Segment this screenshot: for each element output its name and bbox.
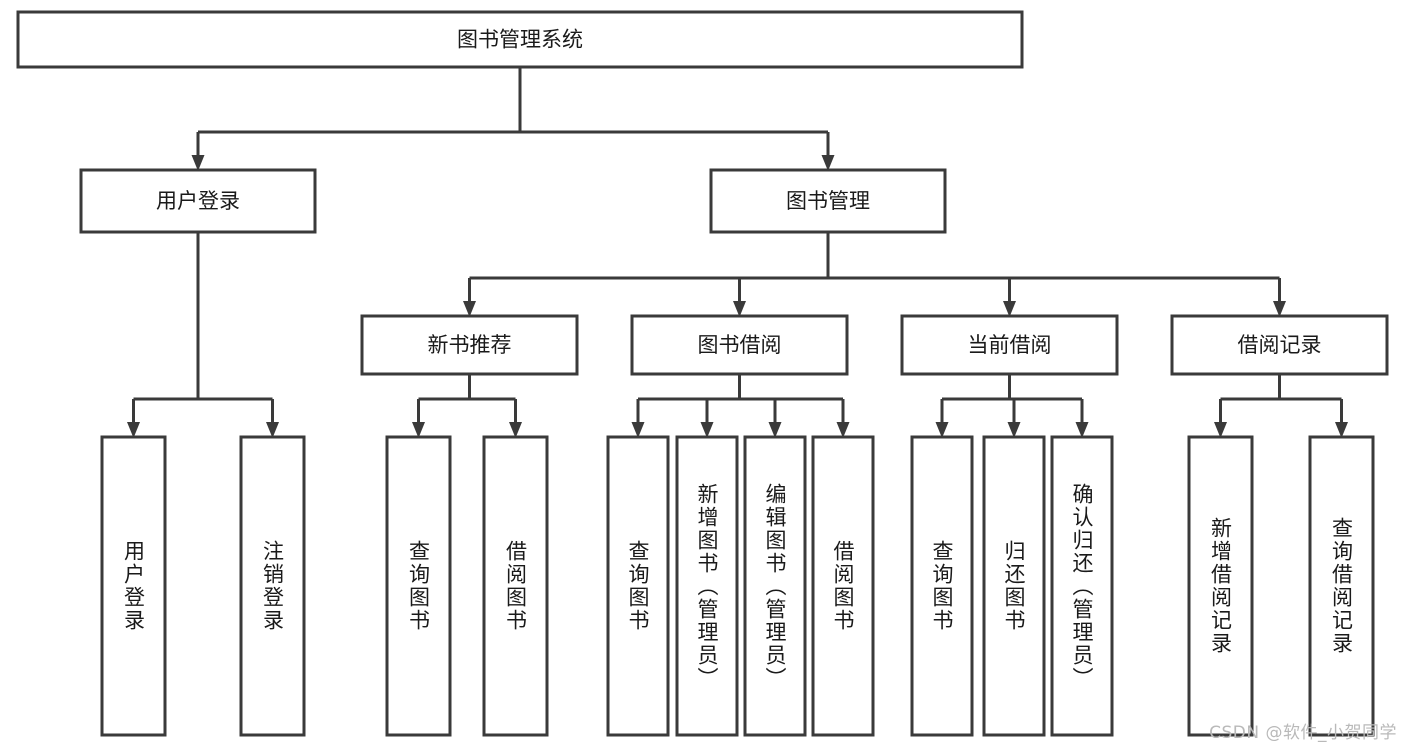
node-box-leaf-cur-confirm-return[interactable] [1050,435,1114,737]
node-layer [16,10,1389,737]
arrow-head-icon [700,422,714,438]
node-box-leaf-borrow-query-book[interactable] [606,435,670,737]
arrow-head-icon [191,155,205,171]
node-box-borrow-record[interactable] [1170,314,1389,376]
arrow-head-icon [266,422,279,438]
arrow-head-icon [631,422,645,438]
node-box-leaf-rec-query-book[interactable] [385,435,452,737]
node-box-leaf-rec-borrow-book[interactable] [482,435,549,737]
node-box-leaf-rec-add-record[interactable] [1187,435,1254,737]
node-box-new-book-rec[interactable] [360,314,579,376]
arrow-head-icon [733,301,746,317]
watermark-text: CSDN @软件_小贺同学 [1209,723,1397,743]
arrow-head-icon [768,422,782,438]
arrow-head-icon [1214,422,1227,438]
node-box-leaf-borrow-edit-book[interactable] [743,435,807,737]
node-box-book-borrow[interactable] [630,314,849,376]
node-box-root[interactable] [16,10,1024,69]
node-label-borrow-record: 借阅记录 [1238,333,1322,357]
arrow-head-icon [127,422,140,438]
node-box-leaf-rec-query-record[interactable] [1308,435,1375,737]
node-box-book-manage[interactable] [709,168,947,234]
node-label-root: 图书管理系统 [457,28,583,52]
node-box-leaf-cur-query-book[interactable] [910,435,974,737]
connector-layer [127,67,1348,438]
node-box-leaf-borrow-add-book[interactable] [675,435,739,737]
arrow-head-icon [1273,301,1286,317]
arrow-head-icon [1075,422,1089,438]
node-label-book-borrow: 图书借阅 [698,333,782,357]
node-box-leaf-cur-return-book[interactable] [982,435,1046,737]
node-box-user-login[interactable] [79,168,317,234]
node-box-leaf-user-login[interactable] [100,435,167,737]
node-label-current-borrow: 当前借阅 [968,333,1052,357]
arrow-head-icon [821,155,835,171]
arrow-head-icon [935,422,949,438]
arrow-head-icon [412,422,425,438]
node-label-new-book-rec: 新书推荐 [428,333,512,357]
node-label-user-login: 用户登录 [156,189,240,213]
arrow-head-icon [1003,301,1016,317]
arrow-head-icon [836,422,850,438]
node-box-current-borrow[interactable] [900,314,1119,376]
arrow-head-icon [463,301,476,317]
arrow-head-icon [1335,422,1348,438]
arrow-head-icon [509,422,522,438]
node-box-leaf-borrow-borrow-book[interactable] [811,435,875,737]
node-box-leaf-user-logout[interactable] [239,435,306,737]
node-label-book-manage: 图书管理 [786,189,870,213]
arrow-head-icon [1007,422,1021,438]
